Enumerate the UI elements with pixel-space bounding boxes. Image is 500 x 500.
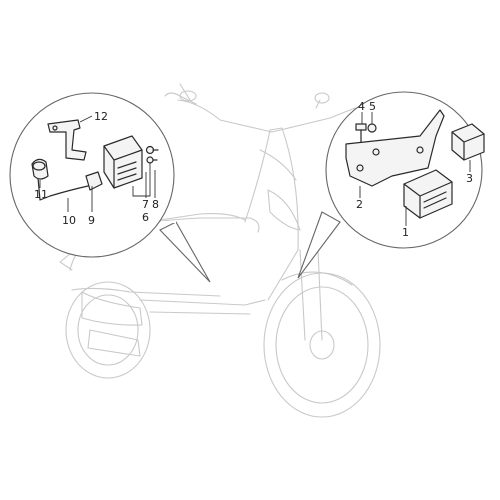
left-callout-pointer <box>159 221 211 283</box>
left-parts <box>31 119 159 201</box>
plug-cap-part-9 <box>85 171 103 191</box>
part-label-2: 2 <box>356 198 363 211</box>
regulator-part-1 <box>403 169 453 219</box>
part-label-8: 8 <box>152 198 159 211</box>
right-callout <box>297 91 483 279</box>
part-label-3: 3 <box>466 172 473 185</box>
screw-part-4 <box>355 123 367 131</box>
part-label-10: 10 <box>62 214 76 227</box>
hv-cable-part-10 <box>37 177 89 201</box>
part-label-12: 12 <box>94 110 108 123</box>
part-label-4: 4 <box>358 100 365 113</box>
right-parts <box>345 109 485 219</box>
part-label-1: 1 <box>402 226 409 239</box>
leader-lines <box>39 112 471 226</box>
part-label-9: 9 <box>88 214 95 227</box>
bracket-part-12 <box>47 119 87 161</box>
part-number-labels: 12 11 10 9 7 8 6 4 5 2 1 3 <box>34 100 473 239</box>
part-label-5: 5 <box>369 100 376 113</box>
part-label-6: 6 <box>142 211 149 224</box>
mounting-plate-part-2 <box>345 109 445 187</box>
part-label-7: 7 <box>142 198 149 211</box>
part-label-11: 11 <box>34 188 48 201</box>
module-part-3 <box>451 123 485 161</box>
right-callout-pointer <box>297 211 341 279</box>
nut-part-5 <box>367 123 377 133</box>
